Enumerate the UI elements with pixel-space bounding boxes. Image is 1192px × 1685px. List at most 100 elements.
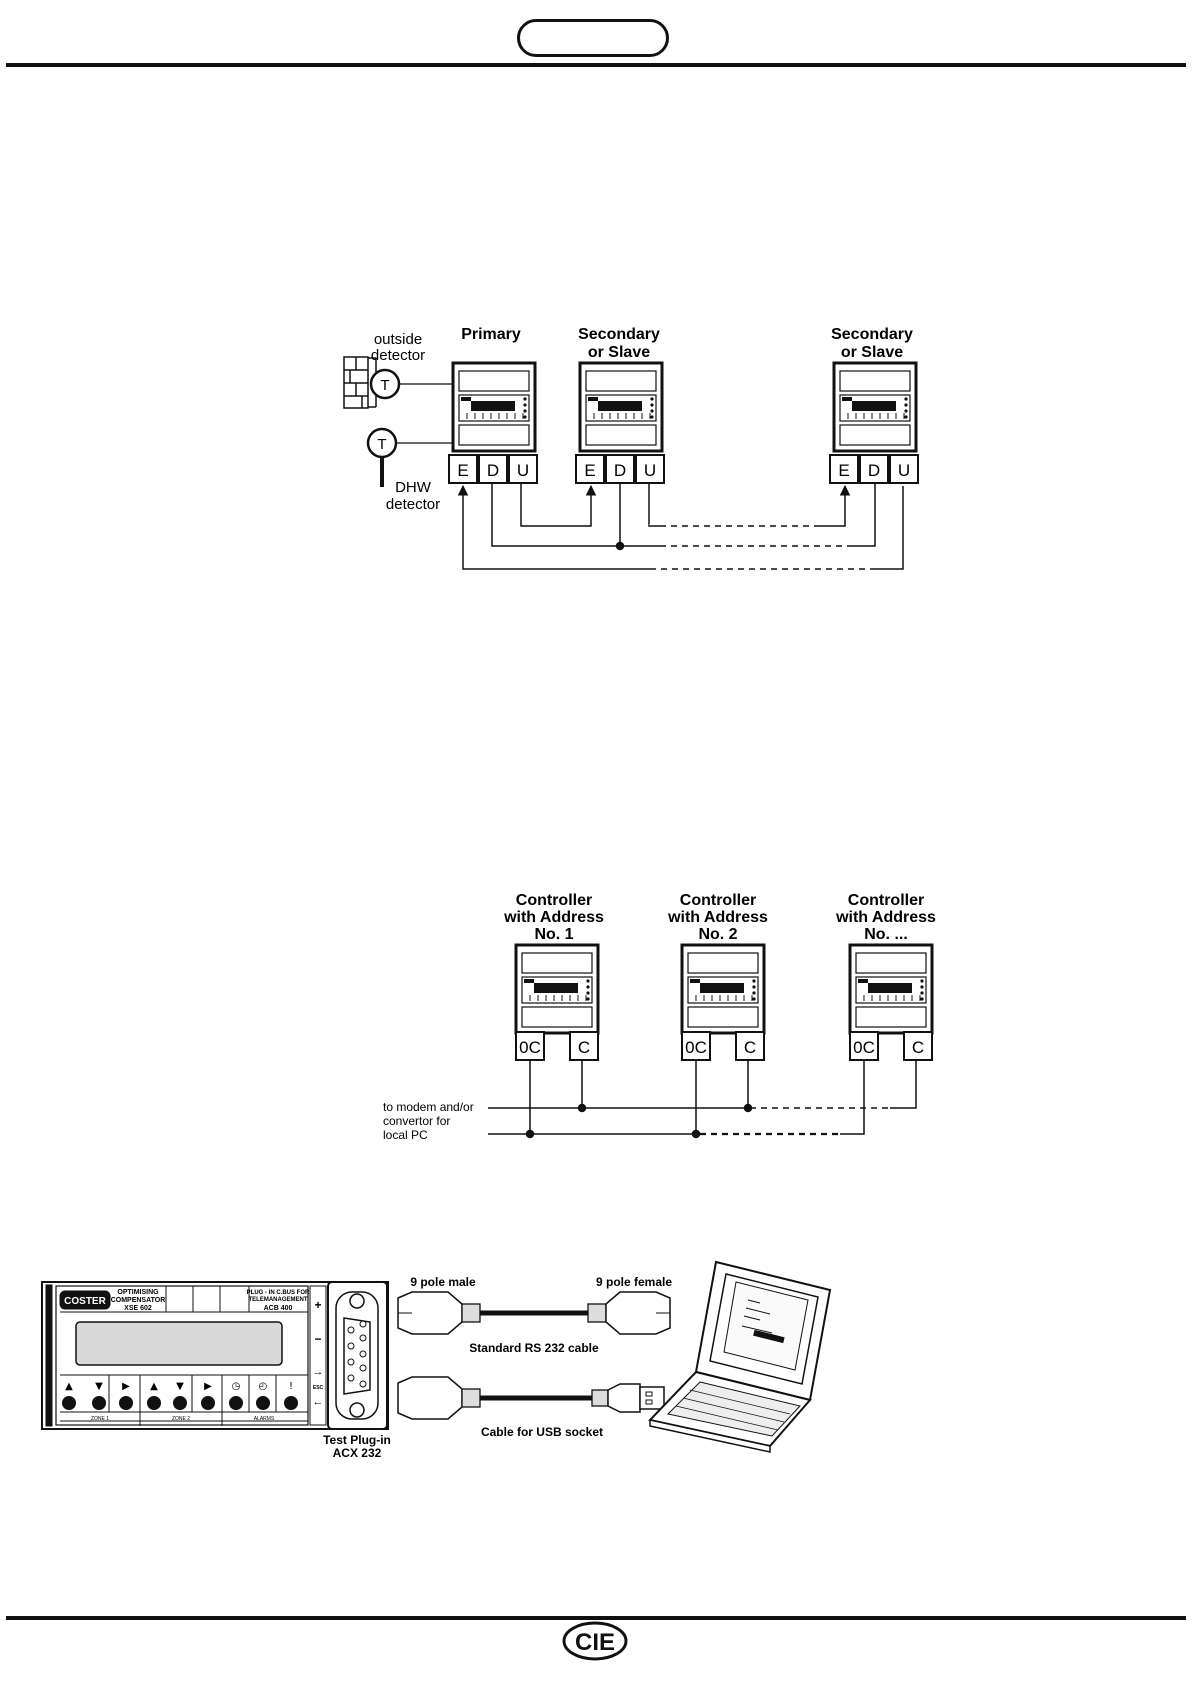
bus-controller-3-key [920, 997, 924, 1001]
dhw-detector-symbol: T [377, 436, 386, 453]
dhw-detector-label-1: DHW [395, 479, 432, 496]
bus-controller-2-key [752, 997, 756, 1001]
bus-terminal-3-c-label: C [912, 1038, 924, 1057]
device-title-1: OPTIMISING [117, 1289, 159, 1296]
terminal-2-U-label: U [644, 461, 656, 480]
minus-key: − [314, 1332, 321, 1346]
panel-buttons: ▲▼▶▲▼▶◷◴! [62, 1381, 298, 1410]
controller-3-display [852, 401, 896, 411]
db9-screw-bottom [349, 1402, 365, 1418]
bus-controller-2-bottom-panel [687, 1006, 759, 1028]
db9-pin-a0 [347, 1326, 355, 1334]
db9-pin-b1 [359, 1334, 367, 1342]
lcd-display [75, 1321, 283, 1366]
db9-pin-b0 [359, 1320, 367, 1328]
dhw-detector-label-2: detector [386, 496, 440, 513]
terminal-2-E-label: E [584, 461, 595, 480]
panel-button-3 [119, 1396, 133, 1410]
bus-terminal-1-c-box [569, 1031, 599, 1061]
controller-2-key [650, 409, 654, 413]
back-key: ← [313, 1396, 324, 1408]
terminal-3-D-box [859, 454, 889, 484]
top-rule [6, 63, 1186, 67]
panel-button-6 [201, 1396, 215, 1410]
bus-controller-2-led [690, 979, 700, 983]
primary-title: Primary [461, 326, 521, 343]
usb-label: Cable for USB socket [481, 1425, 603, 1439]
bus-controller-2-face [687, 976, 759, 1004]
bus-controller-1-key [586, 991, 590, 995]
panel-button-4 [147, 1396, 161, 1410]
terminal-3-E-label: E [838, 461, 849, 480]
cie-logo: CIE [562, 1621, 628, 1661]
outside-detector-icon [369, 368, 453, 400]
bus-controller-2-key [752, 985, 756, 989]
wiring-2 [488, 1059, 917, 1139]
bus-controller-3-key [920, 985, 924, 989]
terminal-3-D-label: D [868, 461, 880, 480]
usb-cable [397, 1376, 665, 1420]
plus-key: + [314, 1298, 321, 1312]
bus-terminal-2-c-label: C [744, 1038, 756, 1057]
controller-2-title-c: No. 2 [698, 926, 737, 943]
controller-3-top-panel [839, 370, 911, 392]
panel-button-2 [92, 1396, 106, 1410]
terminal-1-E-label: E [457, 461, 468, 480]
terminal-1-E-box [448, 454, 478, 484]
bus-controller-3-key [920, 979, 924, 983]
bus-controller-2-top-panel [687, 952, 759, 974]
outside-detector-symbol: T [380, 377, 389, 394]
bus-controller-1-key [586, 985, 590, 989]
secondary-title-1a: Secondary [578, 326, 660, 343]
controller-1-led [461, 397, 471, 401]
plugin-title-1: PLUG - IN C.BUS FOR [247, 1290, 310, 1296]
secondary-title-1b: or Slave [588, 344, 650, 361]
controller-3-title-b: with Address [835, 909, 936, 926]
controller-1-title-a: Controller [516, 892, 592, 909]
bus-label-1: to modem and/or [383, 1100, 474, 1114]
zone1-label: ZONE 1 [91, 1416, 109, 1422]
controller-titles: Controller with Address No. 1 Controller… [503, 892, 936, 943]
controller-2-display [598, 401, 642, 411]
controller-2-bottom-panel [585, 424, 657, 446]
bus-label-3: local PC [383, 1128, 428, 1142]
controller-3-title-a: Controller [848, 892, 924, 909]
panel-button-symbol-3: ▶ [122, 1381, 130, 1392]
db9-connector-icon [343, 1293, 371, 1418]
device-title-2: COMPENSATOR [111, 1297, 166, 1304]
controller-3-bottom-panel [839, 424, 911, 446]
panel-button-symbol-5: ▼ [176, 1381, 184, 1392]
controller-2-top-panel [585, 370, 657, 392]
bus-controller-1-top-panel [521, 952, 593, 974]
test-plugin-body [327, 1281, 388, 1430]
bus-controller-2-key [752, 991, 756, 995]
controller-3-key [904, 403, 908, 407]
panel-button-symbol-9: ! [289, 1381, 293, 1392]
bus-controller-3-led [858, 979, 868, 983]
bus-terminal-1-0c-box [515, 1031, 545, 1061]
bus-controller-3-face [855, 976, 927, 1004]
panel-button-symbol-8: ◴ [259, 1381, 268, 1392]
controller-1-display [471, 401, 515, 411]
plugin-title-3: ACB 400 [264, 1305, 293, 1312]
bus-controller-1-led [524, 979, 534, 983]
panel-button-symbol-1: ▲ [65, 1381, 73, 1392]
bus-controller-2-display [700, 983, 744, 993]
test-plugin-label-2: ACX 232 [333, 1446, 382, 1460]
bus-controller-3-top-panel [855, 952, 927, 974]
controller-2-title-b: with Address [667, 909, 768, 926]
controller-2-face [585, 394, 657, 422]
controller-3-key [904, 397, 908, 401]
controller-3-key [904, 415, 908, 419]
xse602-controller-panel [41, 1281, 389, 1430]
bus-controller-1-key [586, 997, 590, 1001]
bus-controller-1-face [521, 976, 593, 1004]
panel-button-1 [62, 1396, 76, 1410]
controller-3-box [832, 361, 918, 453]
rs232-cable [397, 1291, 671, 1335]
controller-3-key [904, 409, 908, 413]
page-number-badge [517, 19, 669, 57]
plugin-title-2: TELEMANAGEMENT [249, 1297, 308, 1303]
device-title-3: XSE 602 [124, 1305, 152, 1312]
